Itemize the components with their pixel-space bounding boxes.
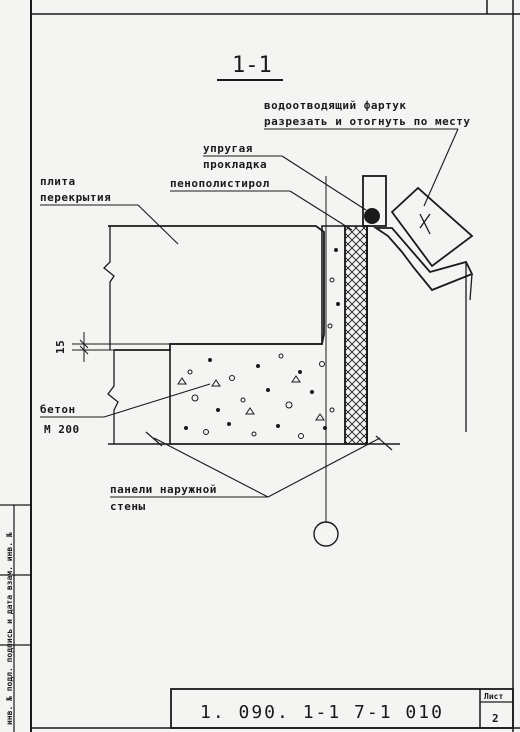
label-panels-line1: панели наружной bbox=[110, 483, 217, 496]
label-apron-line2: разрезать и отогнуть по месту bbox=[264, 115, 471, 128]
label-panels-line2: стены bbox=[110, 500, 146, 513]
upper-wall-block bbox=[362, 175, 387, 227]
label-concrete-line1: бетон bbox=[40, 403, 76, 416]
label-slab-line2: перекрытия bbox=[40, 191, 111, 204]
label-gasket-line2: прокладка bbox=[203, 158, 267, 171]
axis-marker bbox=[313, 176, 339, 547]
section-title-text: 1-1 bbox=[232, 53, 272, 78]
label-wall-panels: панели наружной стены bbox=[110, 437, 381, 513]
label-concrete-line2: М 200 bbox=[44, 423, 80, 436]
label-concrete: бетон М 200 bbox=[40, 383, 211, 436]
label-elastic-gasket: упругая прокладка bbox=[203, 142, 367, 211]
label-foam-text: пенополистирол bbox=[170, 177, 270, 190]
dimension-15: 15 bbox=[54, 332, 170, 362]
sheet-number: 2 bbox=[492, 712, 499, 725]
elastic-gasket bbox=[364, 208, 380, 224]
side-stamp-text: инв. № подл. подпись и дата взам. инв. № bbox=[5, 532, 14, 725]
dimension-15-text: 15 bbox=[54, 340, 67, 354]
label-floor-slab: плита перекрытия bbox=[40, 175, 179, 245]
label-gasket-line1: упругая bbox=[203, 142, 253, 155]
foam-insulation bbox=[344, 225, 368, 445]
label-apron-line1: водоотводящий фартук bbox=[264, 99, 406, 112]
drawing-code: 1. 090. 1-1 7-1 010 bbox=[200, 702, 444, 723]
drain-apron bbox=[373, 186, 474, 432]
floor-slab bbox=[108, 225, 325, 351]
label-drain-apron: водоотводящий фартук разрезать и отогнут… bbox=[264, 99, 471, 207]
side-stamp: инв. № подл. подпись и дата взам. инв. № bbox=[0, 504, 31, 732]
sheet-label: Лист bbox=[484, 692, 503, 701]
section-title: 1-1 bbox=[217, 53, 283, 81]
title-block: 1. 090. 1-1 7-1 010 Лист 2 bbox=[170, 688, 514, 729]
label-foam: пенополистирол bbox=[170, 177, 353, 231]
slab-break-line bbox=[103, 226, 115, 350]
label-slab-line1: плита bbox=[40, 175, 76, 188]
concrete-aggregate bbox=[177, 248, 340, 439]
concrete-fill bbox=[169, 225, 346, 445]
